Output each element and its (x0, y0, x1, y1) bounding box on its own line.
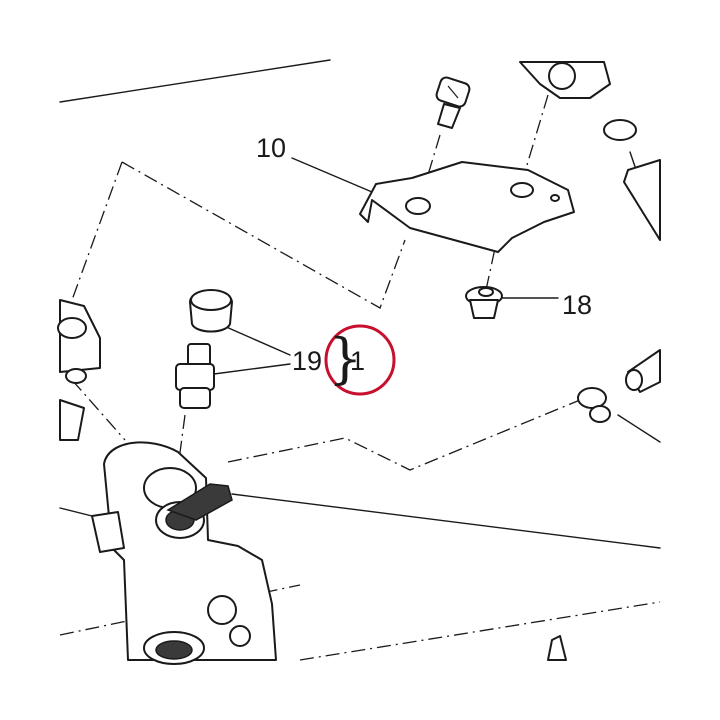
callout-label-10: 10 (256, 133, 287, 163)
master-cylinder-body (91, 441, 277, 665)
callout-brace: } (328, 327, 363, 390)
cap-part-19 (189, 289, 233, 333)
clip-part (577, 387, 611, 423)
linkage-part (519, 61, 661, 241)
callout-label-19: 19 (292, 346, 323, 376)
bolt-part-18 (465, 286, 503, 319)
screw-part (435, 76, 471, 129)
highlight-circle (324, 324, 396, 396)
callout-label-18: 18 (562, 290, 593, 320)
bracket-part-10 (359, 161, 575, 253)
pivot-part (57, 299, 101, 441)
bleed-valve-part-19 (175, 343, 215, 409)
pin-part (625, 349, 661, 393)
lever-part (547, 635, 567, 661)
callout-label-1: 1 (350, 346, 366, 376)
